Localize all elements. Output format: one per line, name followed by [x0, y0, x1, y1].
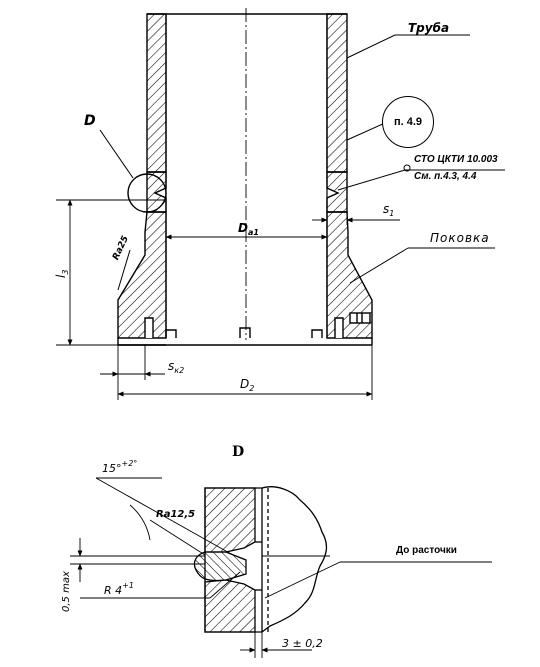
main-section-view: [117, 13, 373, 346]
dim3-label: 3 ± 0,2: [282, 637, 323, 650]
before-bore-label: До расточки: [396, 545, 457, 556]
forging-label: Поковка: [430, 231, 490, 245]
pipe-wall-right: [326, 13, 348, 173]
da1-label: Da1: [238, 221, 259, 237]
angle-label: 15°+2°: [102, 459, 138, 475]
detail-circle: [127, 173, 167, 213]
r4-label: R 4+1: [104, 581, 134, 597]
forging-left: [117, 211, 167, 339]
detail-letter-label: D: [84, 113, 96, 129]
section-ref-circle: п. 4.9: [382, 96, 434, 148]
l3-label: l3: [54, 269, 70, 278]
detail-view: [70, 486, 330, 633]
weld-left: [146, 171, 167, 213]
pipe-wall-left: [146, 13, 167, 173]
ra125-label: Ra12,5: [156, 509, 196, 520]
detail-dimensions: [77, 477, 492, 658]
max05-label: 0,5 max: [61, 571, 72, 612]
section-ref-text: п. 4.9: [393, 116, 423, 128]
dimension-lines: [56, 199, 400, 400]
detail-groove: [193, 551, 247, 582]
standard-line2: См. п.4.3, 4.4: [414, 171, 477, 182]
s1-label: s1: [383, 202, 395, 218]
leader-lines: [99, 34, 505, 291]
pipe-label: Труба: [408, 21, 450, 35]
sk2-label: sк2: [168, 359, 185, 375]
weld-right: [326, 171, 348, 213]
standard-line1: СТО ЦКТИ 10.003: [414, 154, 498, 165]
d2-label: D2: [240, 377, 255, 393]
detail-wall: [204, 487, 256, 553]
detail-title: D: [232, 444, 245, 460]
